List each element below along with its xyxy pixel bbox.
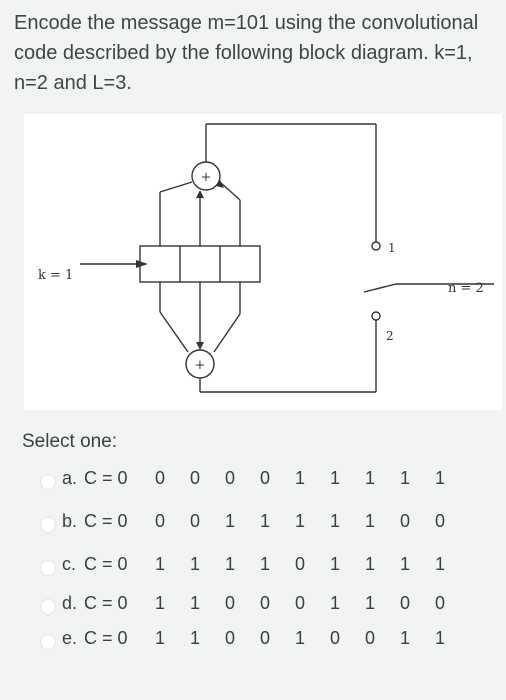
bit: 1 xyxy=(329,593,340,613)
radio-button[interactable] xyxy=(40,599,56,615)
bit: 0 xyxy=(399,593,410,613)
bit: 0 xyxy=(434,511,445,531)
bit: 0 xyxy=(259,628,270,648)
bit: 0 xyxy=(189,511,200,531)
top-adder-symbol: + xyxy=(201,170,212,185)
bit: 1 xyxy=(189,593,200,613)
bit: 1 xyxy=(364,511,375,531)
bit: 0 xyxy=(434,593,445,613)
bit: 1 xyxy=(434,554,445,574)
option-letter: b. xyxy=(62,511,78,531)
option-a[interactable]: a. C = 0 0 0 0 0 1 1 1 1 1 xyxy=(0,465,506,505)
bit: 0 xyxy=(294,554,305,574)
switch-contact-1 xyxy=(371,241,381,251)
bit: 0 xyxy=(329,628,340,648)
block-diagram: + + k = 1 n = 2 1 2 xyxy=(24,114,502,410)
option-prefix: C = 0 xyxy=(84,554,128,574)
bit: 0 xyxy=(189,468,200,488)
bit: 1 xyxy=(329,511,340,531)
bit: 0 xyxy=(224,593,235,613)
bit: 1 xyxy=(329,468,340,488)
bit: 1 xyxy=(294,628,305,648)
bit: 1 xyxy=(434,628,445,648)
switch-label-1: 1 xyxy=(388,241,396,255)
radio-button[interactable] xyxy=(40,517,56,533)
bottom-left-diag xyxy=(159,311,189,353)
bottom-right-diag xyxy=(213,313,241,353)
option-c[interactable]: c. C = 0 1 1 1 1 0 1 1 1 1 xyxy=(0,551,506,591)
switch-arm xyxy=(363,283,397,293)
bit: 1 xyxy=(399,628,410,648)
bit: 1 xyxy=(154,554,165,574)
top-right-arrowhead xyxy=(216,180,224,188)
bit: 0 xyxy=(259,468,270,488)
input-label: k = 1 xyxy=(38,268,73,283)
bit: 0 xyxy=(259,593,270,613)
option-letter: d. xyxy=(62,593,78,613)
radio-button[interactable] xyxy=(40,474,56,490)
option-prefix: C = 0 xyxy=(84,628,128,648)
option-letter: c. xyxy=(62,554,77,574)
bit: 1 xyxy=(329,554,340,574)
option-letter: e. xyxy=(62,628,78,648)
bit: 1 xyxy=(364,593,375,613)
diagram-svg: + + k = 1 n = 2 1 2 xyxy=(38,123,494,393)
option-d[interactable]: d. C = 0 1 1 0 0 0 1 1 0 0 xyxy=(0,590,506,630)
bit: 0 xyxy=(294,593,305,613)
top-left-tap-diag xyxy=(159,181,193,193)
question-text: Encode the message m=101 using the convo… xyxy=(14,12,479,94)
switch-contact-2 xyxy=(371,311,381,321)
bit: 1 xyxy=(259,554,270,574)
option-prefix: C = 0 xyxy=(84,593,128,613)
bit: 1 xyxy=(399,554,410,574)
bit: 1 xyxy=(154,628,165,648)
option-e[interactable]: e. C = 0 1 1 0 0 1 0 0 1 1 xyxy=(0,625,506,665)
radio-button[interactable] xyxy=(40,634,56,650)
bit: 0 xyxy=(399,511,410,531)
bit: 1 xyxy=(399,468,410,488)
bit: 1 xyxy=(189,554,200,574)
bit: 1 xyxy=(259,511,270,531)
switch-label-2: 2 xyxy=(386,329,394,343)
select-one-label: Select one: xyxy=(22,431,118,452)
bit: 0 xyxy=(224,468,235,488)
bit: 1 xyxy=(189,628,200,648)
bottom-adder-symbol: + xyxy=(195,358,206,373)
bit: 1 xyxy=(294,511,305,531)
option-prefix: C = 0 xyxy=(84,468,128,488)
bottom-stem-arrowhead xyxy=(196,342,204,350)
shift-register xyxy=(139,245,261,283)
bit: 0 xyxy=(154,468,165,488)
bit: 1 xyxy=(364,468,375,488)
bit: 0 xyxy=(154,511,165,531)
option-letter: a. xyxy=(62,468,78,488)
bit: 0 xyxy=(364,628,375,648)
bit: 1 xyxy=(364,554,375,574)
bit: 1 xyxy=(294,468,305,488)
input-arrowhead xyxy=(136,260,148,268)
top-stem-arrowhead xyxy=(196,190,204,198)
bit: 1 xyxy=(224,554,235,574)
bit: 1 xyxy=(224,511,235,531)
option-b[interactable]: b. C = 0 0 0 1 1 1 1 1 0 0 xyxy=(0,508,506,548)
bit: 1 xyxy=(154,593,165,613)
top-right-tap-diag xyxy=(219,181,241,201)
radio-button[interactable] xyxy=(40,560,56,576)
bit: 1 xyxy=(434,468,445,488)
bit: 0 xyxy=(224,628,235,648)
output-label: n = 2 xyxy=(448,281,484,296)
option-prefix: C = 0 xyxy=(84,511,128,531)
